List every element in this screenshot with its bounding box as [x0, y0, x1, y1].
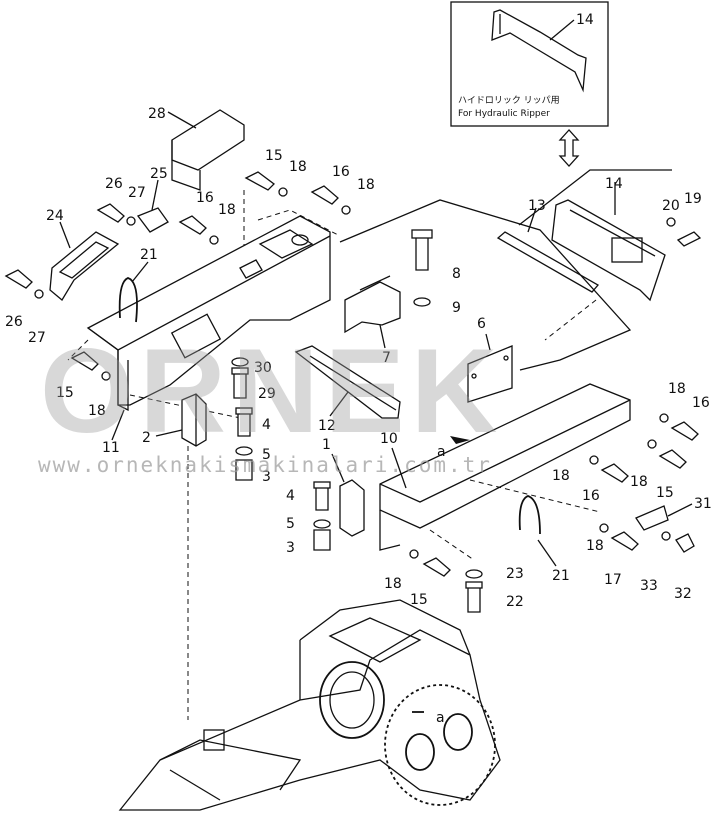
label-p14: 14 [605, 176, 623, 192]
label-p6: 6 [477, 316, 486, 332]
main-frame-11: 21 11 [67, 215, 331, 456]
label-p18a: 18 [289, 159, 307, 175]
label-p18i: 18 [384, 576, 402, 592]
label-p1: 1 [322, 437, 331, 453]
label-p13: 13 [528, 198, 546, 214]
label-p19: 19 [684, 191, 702, 207]
ripper-bracket-group: 14 13 20 19 [496, 169, 702, 341]
center-stack-left: 30 29 4 5 3 [231, 357, 276, 485]
label-p3b: 3 [286, 540, 295, 556]
detail-marker-lower: a [436, 710, 445, 726]
label-p26a: 26 [105, 176, 123, 192]
label-p12: 12 [318, 418, 336, 434]
right-bolts: 18 16 18 16 18 15 31 18 17 33 32 [552, 381, 712, 602]
label-p30: 30 [254, 360, 272, 376]
label-p20: 20 [662, 198, 680, 214]
label-p15c: 15 [656, 485, 674, 501]
bracket-1: 1 4 5 3 [286, 437, 365, 556]
label-p23: 23 [506, 566, 524, 582]
label-p33: 33 [640, 578, 658, 594]
label-p21a: 21 [140, 247, 158, 263]
cover-plate-28: 28 [148, 106, 245, 245]
label-p18b: 18 [357, 177, 375, 193]
label-p8: 8 [452, 266, 461, 282]
label-p18f: 18 [552, 468, 570, 484]
label-p9: 9 [452, 300, 461, 316]
label-p3a: 3 [262, 469, 271, 485]
label-p27a: 27 [128, 185, 146, 201]
label-p16c: 16 [692, 395, 710, 411]
bracket-7: 8 9 7 [344, 229, 461, 366]
watermark-brand: ORNEK [40, 324, 503, 458]
label-p22: 22 [506, 594, 524, 610]
label-p16b: 16 [196, 190, 214, 206]
label-p10: 10 [380, 431, 398, 447]
label-p29: 29 [258, 386, 276, 402]
label-p32: 32 [674, 586, 692, 602]
inset-note-japanese: ハイドロリック リッパ用 [458, 95, 560, 106]
inset-note-english: For Hydraulic Ripper [458, 109, 550, 119]
access-cover-24: 24 [46, 208, 120, 301]
floor-plate-outline [339, 199, 632, 371]
left-bolt-26: 26 27 [4, 269, 46, 346]
inset-box: 14 ハイドロリック リッパ用 For Hydraulic Ripper [450, 1, 609, 127]
label-p18c: 18 [218, 202, 236, 218]
label-p18e: 18 [668, 381, 686, 397]
label-p14-inset: 14 [576, 12, 594, 28]
main-frame-10: 10 a 21 [379, 383, 631, 584]
label-p31: 31 [694, 496, 712, 512]
label-p18d: 18 [88, 403, 106, 419]
plate-6: 6 [467, 316, 513, 403]
label-p4a: 4 [262, 417, 271, 433]
label-p5a: 5 [262, 447, 271, 463]
watermark-url: www.orneknakismakinalari.com.tr [38, 453, 492, 477]
upper-bolts: 15 18 16 18 26 27 25 16 18 [96, 148, 375, 245]
chassis-body: a [118, 599, 501, 811]
label-p26b: 26 [5, 314, 23, 330]
label-p2: 2 [142, 430, 151, 446]
label-p17: 17 [604, 572, 622, 588]
label-p16d: 16 [582, 488, 600, 504]
label-p7: 7 [382, 350, 391, 366]
label-p28: 28 [148, 106, 166, 122]
label-p16a: 16 [332, 164, 350, 180]
label-p15a: 15 [265, 148, 283, 164]
rail-12: 12 [294, 345, 401, 434]
label-p24: 24 [46, 208, 64, 224]
lower-center-bolts: 18 15 23 22 [384, 529, 524, 613]
label-p15b: 15 [56, 385, 74, 401]
bracket-2: 2 [142, 393, 207, 720]
label-p5b: 5 [286, 516, 295, 532]
watermark: ORNEK www.orneknakismakinalari.com.tr [38, 324, 503, 477]
label-p11: 11 [102, 440, 120, 456]
label-p25: 25 [150, 166, 168, 182]
label-p4b: 4 [286, 488, 295, 504]
label-p15d: 15 [410, 592, 428, 608]
label-p21b: 21 [552, 568, 570, 584]
detail-marker-upper: a [437, 444, 446, 460]
left-bolt-15: 15 18 [56, 351, 111, 419]
label-p18h: 18 [586, 538, 604, 554]
label-p27b: 27 [28, 330, 46, 346]
double-arrow-icon [558, 129, 580, 167]
label-p18g: 18 [630, 474, 648, 490]
